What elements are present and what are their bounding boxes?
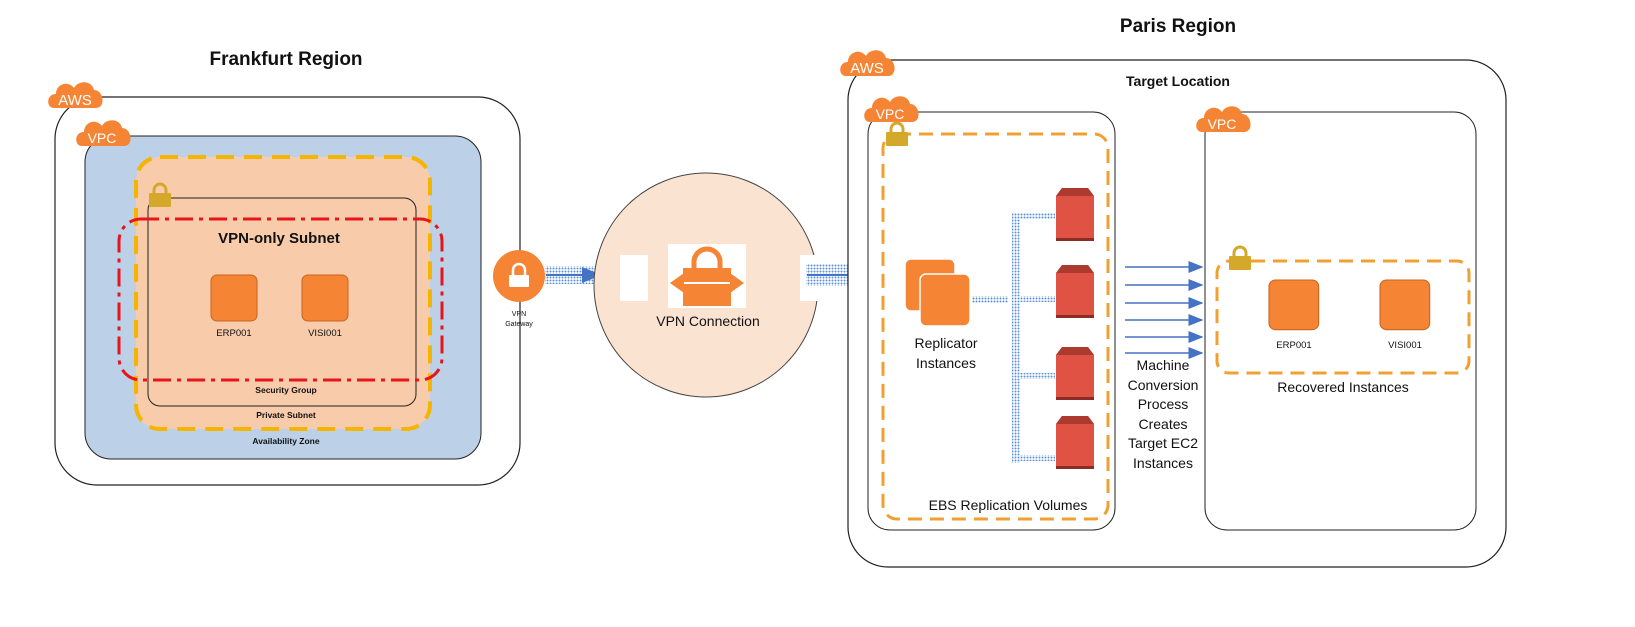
- dotted-link: [1019, 455, 1055, 461]
- replication-subnet-boundary: [881, 132, 1110, 521]
- vpn-gateway-label: VPN: [512, 311, 526, 318]
- private-subnet-boundary: [147, 197, 417, 407]
- paris-vpc-right: [1204, 111, 1477, 531]
- svg-text:Creates: Creates: [1138, 416, 1187, 432]
- vpc-cloud-icon: VPC: [76, 120, 131, 146]
- ebs-volume-icon: [1056, 347, 1094, 400]
- ebs-volume-icon: [1056, 265, 1094, 318]
- svg-text:VPC: VPC: [876, 106, 905, 122]
- dotted-link: [1019, 373, 1055, 379]
- replicator-instance-icon: [904, 258, 971, 327]
- instance-icon: [210, 274, 258, 322]
- instance-label: VISI001: [308, 328, 342, 339]
- svg-text:AWS: AWS: [850, 60, 884, 77]
- replicator-label: Instances: [916, 355, 976, 371]
- svg-text:AWS: AWS: [58, 92, 92, 109]
- aws-cloud-icon: AWS: [48, 82, 103, 109]
- private-subnet-label: Private Subnet: [256, 410, 316, 420]
- security-group-label: Security Group: [255, 385, 316, 395]
- svg-text:Conversion: Conversion: [1128, 377, 1199, 393]
- instance-icon: [1379, 279, 1431, 331]
- ebs-volume-icon: [1056, 416, 1094, 469]
- aws-cloud-icon: AWS: [840, 50, 895, 77]
- ebs-label: EBS Replication Volumes: [929, 497, 1088, 513]
- instance-icon: [1268, 279, 1320, 331]
- frankfurt-region-title: Frankfurt Region: [209, 49, 362, 70]
- conversion-arrows: [1125, 261, 1204, 359]
- instance-label: ERP001: [1276, 340, 1311, 351]
- availability-zone-boundary: [134, 155, 432, 431]
- replicator-label: Replicator: [914, 335, 977, 351]
- svg-text:Process: Process: [1138, 396, 1189, 412]
- instance-label: VISI001: [1388, 340, 1422, 351]
- process-text: Machine Conversion Process Creates Targe…: [1128, 357, 1199, 471]
- gap: [620, 255, 648, 301]
- dotted-link: [972, 296, 1008, 303]
- vpn-gateway-label: Gateway: [505, 321, 533, 328]
- vpc-cloud-icon: VPC: [864, 96, 919, 122]
- svg-text:VPC: VPC: [1208, 116, 1237, 132]
- dotted-bus: [1012, 213, 1020, 463]
- instance-label: ERP001: [216, 328, 251, 339]
- vpn-lock-icon: [670, 246, 744, 306]
- svg-text:Machine: Machine: [1137, 357, 1190, 373]
- svg-text:Instances: Instances: [1133, 455, 1193, 471]
- dotted-link: [1019, 296, 1055, 302]
- vpn-connection-label: VPN Connection: [656, 313, 760, 329]
- vpn-gateway-icon: [493, 250, 545, 302]
- svg-text:VPC: VPC: [88, 130, 117, 146]
- instance-icon: [301, 274, 349, 322]
- target-location-label: Target Location: [1126, 73, 1230, 89]
- recovered-instances-label: Recovered Instances: [1277, 379, 1409, 395]
- dotted-link: [1019, 213, 1055, 219]
- vpc-cloud-icon: VPC: [1196, 106, 1251, 132]
- availability-zone-label: Availability Zone: [252, 436, 320, 446]
- vpn-only-subnet-title: VPN-only Subnet: [218, 230, 340, 247]
- paris-region-title: Paris Region: [1120, 16, 1236, 37]
- security-group-boundary: [117, 217, 444, 382]
- svg-text:Target EC2: Target EC2: [1128, 435, 1198, 451]
- recovered-subnet-boundary: [1215, 259, 1471, 375]
- ebs-volume-icon: [1056, 188, 1094, 241]
